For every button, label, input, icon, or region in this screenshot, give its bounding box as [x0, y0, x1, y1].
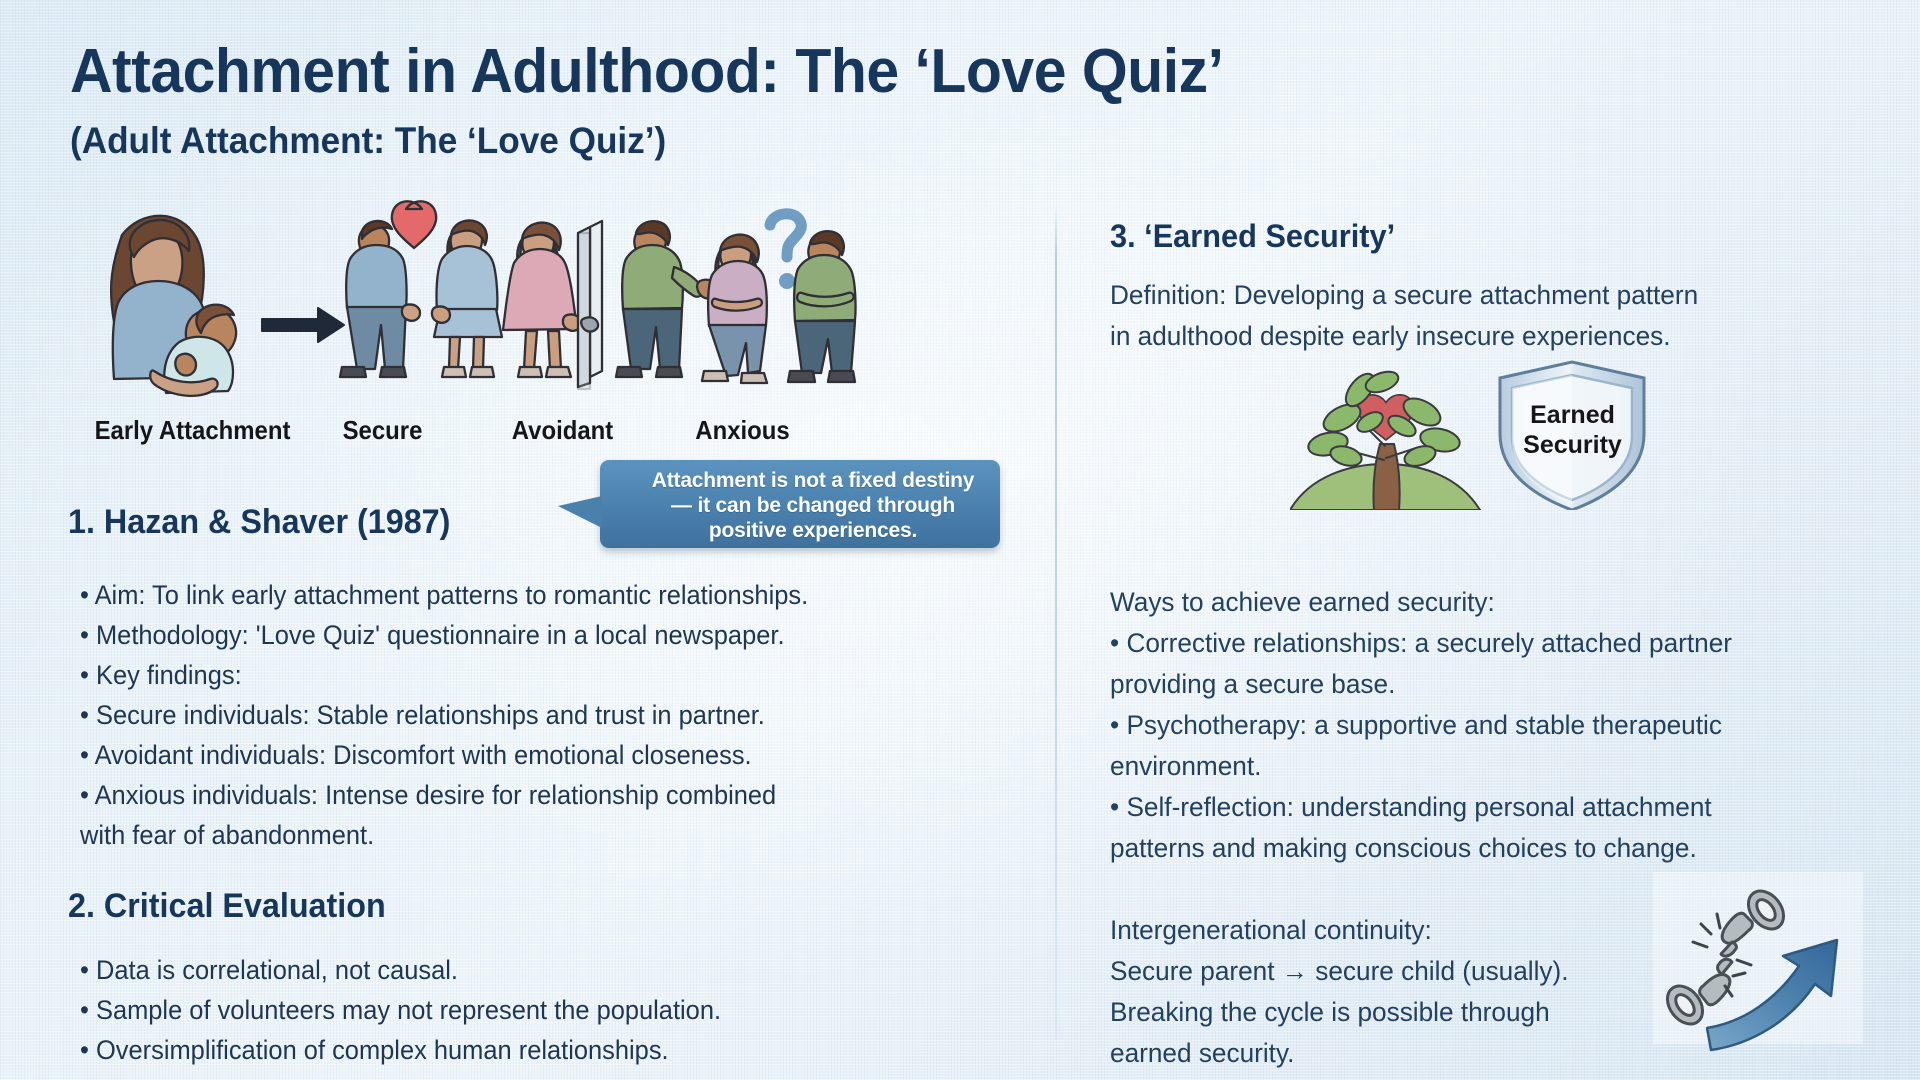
section-heading-hazan-shaver: 1. Hazan & Shaver (1987) — [68, 503, 451, 541]
question-mark-icon — [764, 208, 807, 289]
figure-label-secure: Secure — [342, 415, 423, 445]
intergenerational-continuity-text: Intergenerational continuity: Secure par… — [1110, 915, 1569, 1068]
callout-text: Attachment is not a fixed destiny — it c… — [651, 469, 975, 542]
column-divider — [1055, 205, 1057, 1040]
figure-label-anxious: Anxious — [695, 415, 790, 445]
page-title: Attachment in Adulthood: The ‘Love Quiz’ — [70, 37, 1224, 106]
earned-security-illustration: .tol { stroke:#3a3a40; stroke-width:2; f… — [1288, 360, 1690, 512]
callout-speech-bubble: Attachment is not a fixed destiny — it c… — [558, 460, 1000, 570]
page-subtitle: (Adult Attachment: The ‘Love Quiz’) — [70, 120, 667, 161]
couple-separated-by-wall-icon — [501, 219, 720, 391]
spark-lines-icon — [1691, 912, 1753, 998]
section-heading-earned-security: 3. ‘Earned Security’ — [1110, 218, 1396, 254]
wall-icon — [576, 219, 604, 391]
couple-arms-crossed-question-mark-icon — [700, 208, 857, 385]
callout-bubble-tail — [558, 496, 602, 528]
section-heading-critical-evaluation: 2. Critical Evaluation — [68, 887, 386, 925]
attachment-types-illustration: .ol { stroke:#2f2f35; stroke-width:2.3; … — [70, 195, 1030, 410]
section1-bullet-list: • Aim: To link early attachment patterns… — [80, 575, 925, 855]
broken-chain-icon — [1665, 889, 1786, 1026]
breaking-the-cycle-illustration — [1645, 868, 1875, 1053]
callout-bubble-body — [600, 460, 1000, 548]
couple-holding-hands-heart-icon — [338, 200, 504, 379]
section1-bullets: • Aim: To link early attachment patterns… — [80, 580, 809, 850]
right-arrow-icon — [261, 307, 345, 343]
figure-label-early-attachment: Early Attachment — [94, 415, 291, 445]
shield-label: Earned Security — [1523, 401, 1622, 459]
section2-bullets: • Data is correlational, not causal. • S… — [80, 955, 722, 1065]
mother-holding-baby-icon — [109, 214, 238, 398]
ways-intro: Ways to achieve earned security: — [1110, 587, 1495, 617]
ways-to-achieve-block: Ways to achieve earned security: • Corre… — [1110, 582, 1876, 869]
figure-label-avoidant: Avoidant — [511, 415, 614, 445]
section2-bullet-list: • Data is correlational, not causal. • S… — [80, 950, 925, 1070]
upward-arrow-icon — [1705, 938, 1839, 1052]
ways-bullets: • Corrective relationships: a securely a… — [1110, 628, 1733, 863]
shield-icon — [1498, 360, 1646, 512]
earned-security-definition: Definition: Developing a secure attachme… — [1110, 280, 1699, 351]
